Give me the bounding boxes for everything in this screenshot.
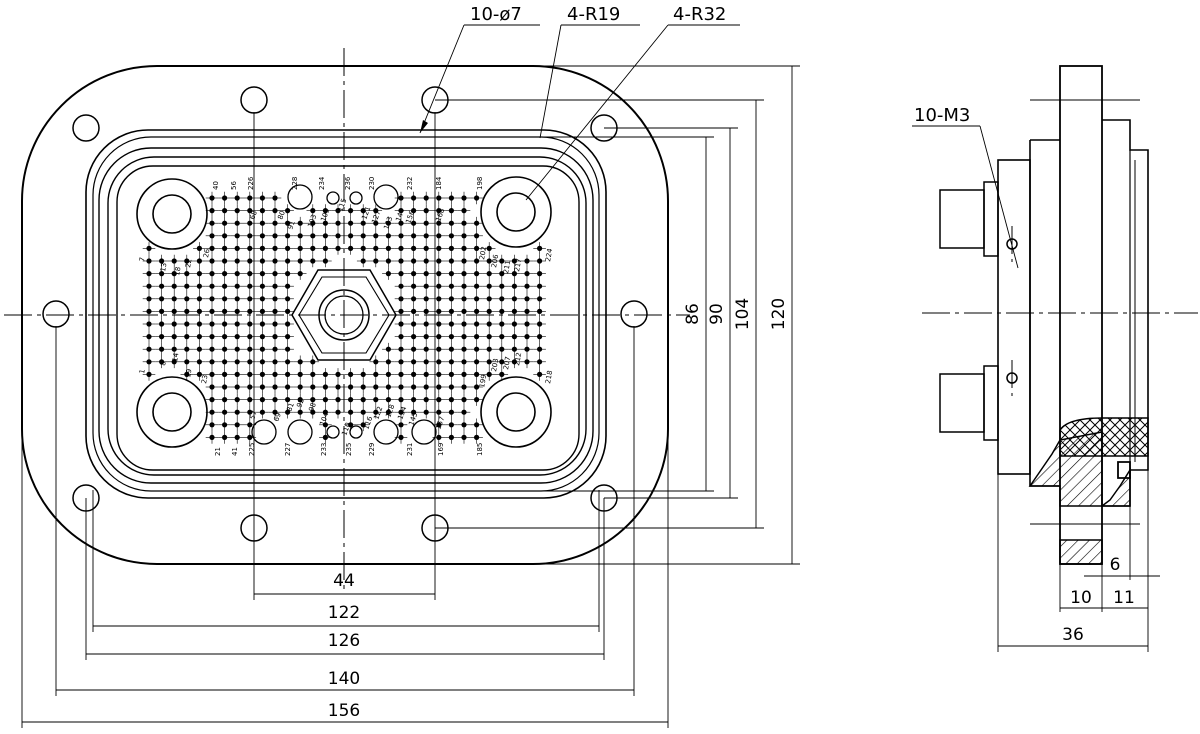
center-hex-nut (291, 269, 397, 361)
pin-label: 56 (230, 181, 238, 190)
section-insert (1059, 417, 1149, 457)
pin-label: 217 (513, 258, 523, 273)
pin-label: 199 (478, 374, 488, 389)
pin-label: 122 (372, 405, 384, 420)
side-dimensions: 6 10 11 36 (997, 470, 1160, 652)
pin-label: 224 (544, 247, 554, 262)
pin-label: 26 (202, 248, 212, 259)
dim-44: 44 (333, 571, 355, 591)
callout-hole-count: 10-ø7 (470, 4, 522, 25)
mounting-holes (42, 86, 648, 542)
insert-face (107, 156, 587, 476)
dim-11: 11 (1113, 588, 1135, 608)
pin-label: 235 (345, 443, 353, 456)
pin-label: 206 (490, 253, 500, 268)
pin-label: 232 (406, 177, 414, 190)
pin-label: 229 (368, 443, 376, 456)
outer-flange (21, 65, 669, 565)
signal-contact-grid (142, 191, 546, 444)
pin-numbers: 40 56 226 228 234 236 230 232 184 198 68… (138, 176, 554, 456)
pin-label: 19 (184, 368, 193, 378)
pin-label: 109 (319, 207, 331, 222)
pin-label: 134 (396, 405, 408, 421)
pin-label: 40 (212, 181, 220, 190)
housing-step (92, 136, 600, 492)
dim-104: 104 (733, 298, 753, 330)
pin-label: 18 (173, 266, 182, 276)
pin-label: 226 (247, 176, 255, 190)
vertical-dimensions: 86 90 104 120 (435, 65, 800, 565)
side-view: 10-M3 6 10 11 36 (912, 65, 1198, 652)
pin-label: 227 (284, 443, 292, 456)
pin-label: 133 (382, 215, 394, 230)
pin-label: 13 (159, 262, 168, 272)
pin-label: 14 (171, 352, 181, 363)
callout-radius-19: 4-R19 (567, 4, 620, 25)
dim-140: 140 (328, 669, 360, 689)
pin-label: 145 (407, 411, 419, 426)
callout-thread: 10-M3 (914, 105, 970, 126)
corner-guide-holes (136, 176, 552, 448)
pin-label: 1 (138, 369, 147, 375)
pin-label: 207 (502, 356, 512, 371)
pin-label: 202 (478, 246, 488, 261)
side-front-face (997, 159, 1031, 475)
pin-label: 203 (490, 358, 500, 373)
pin-label: 104 (318, 411, 330, 427)
pin-label: 22 (184, 258, 193, 268)
pin-label: 91 (286, 220, 297, 231)
pin-label: 198 (476, 177, 484, 190)
dim-156: 156 (328, 701, 360, 721)
contact-field (116, 165, 580, 471)
pin-label: 103 (306, 213, 318, 228)
callout-radius-32: 4-R32 (673, 4, 726, 25)
pin-label: 211 (502, 260, 512, 275)
dim-6: 6 (1110, 555, 1121, 575)
section-hatch-tail (1059, 539, 1103, 565)
pin-label: 185 (476, 443, 484, 456)
pin-label: 157 (434, 415, 446, 430)
power-contacts (251, 184, 437, 445)
side-connectors (939, 181, 1018, 441)
pin-label: 228 (291, 177, 299, 190)
pin-label: 8 (159, 361, 168, 367)
pin-label: 234 (318, 176, 326, 190)
pin-label: 231 (406, 443, 414, 456)
dim-126: 126 (328, 631, 360, 651)
pin-label: 98 (307, 402, 318, 413)
pin-label: 168 (434, 207, 446, 222)
dim-36: 36 (1062, 625, 1084, 645)
pin-label: 230 (368, 177, 376, 190)
insert-wall (98, 147, 594, 484)
front-view: 40 56 226 228 234 236 230 232 184 198 68… (4, 4, 800, 728)
housing-outline (85, 129, 607, 499)
dim-86: 86 (683, 303, 703, 325)
dim-10: 10 (1070, 588, 1092, 608)
dim-122: 122 (328, 603, 360, 623)
pin-label: 21 (214, 447, 222, 456)
pin-label: 80 (276, 210, 287, 221)
dim-90: 90 (707, 303, 727, 325)
pin-label: 23 (200, 374, 209, 384)
pin-label: 169 (437, 443, 445, 456)
dim-120: 120 (769, 298, 789, 330)
pin-label: 69 (272, 412, 283, 423)
pin-label: 7 (138, 257, 147, 263)
pin-label: 81 (285, 402, 296, 413)
horizontal-dimensions: 44 122 126 140 156 (21, 112, 669, 728)
pin-label: 233 (320, 443, 328, 456)
pin-label: 41 (231, 447, 239, 456)
pin-label: 127 (370, 209, 382, 224)
pin-label: 128 (384, 403, 396, 418)
callout-leaders: 10-ø7 4-R19 4-R32 (419, 4, 740, 201)
pin-label: 225 (248, 443, 256, 456)
pin-label: 236 (344, 176, 352, 190)
pin-label: 212 (513, 352, 523, 367)
pin-label: 184 (435, 176, 443, 190)
pin-label: 92 (295, 398, 306, 409)
pin-label: 218 (544, 370, 554, 385)
